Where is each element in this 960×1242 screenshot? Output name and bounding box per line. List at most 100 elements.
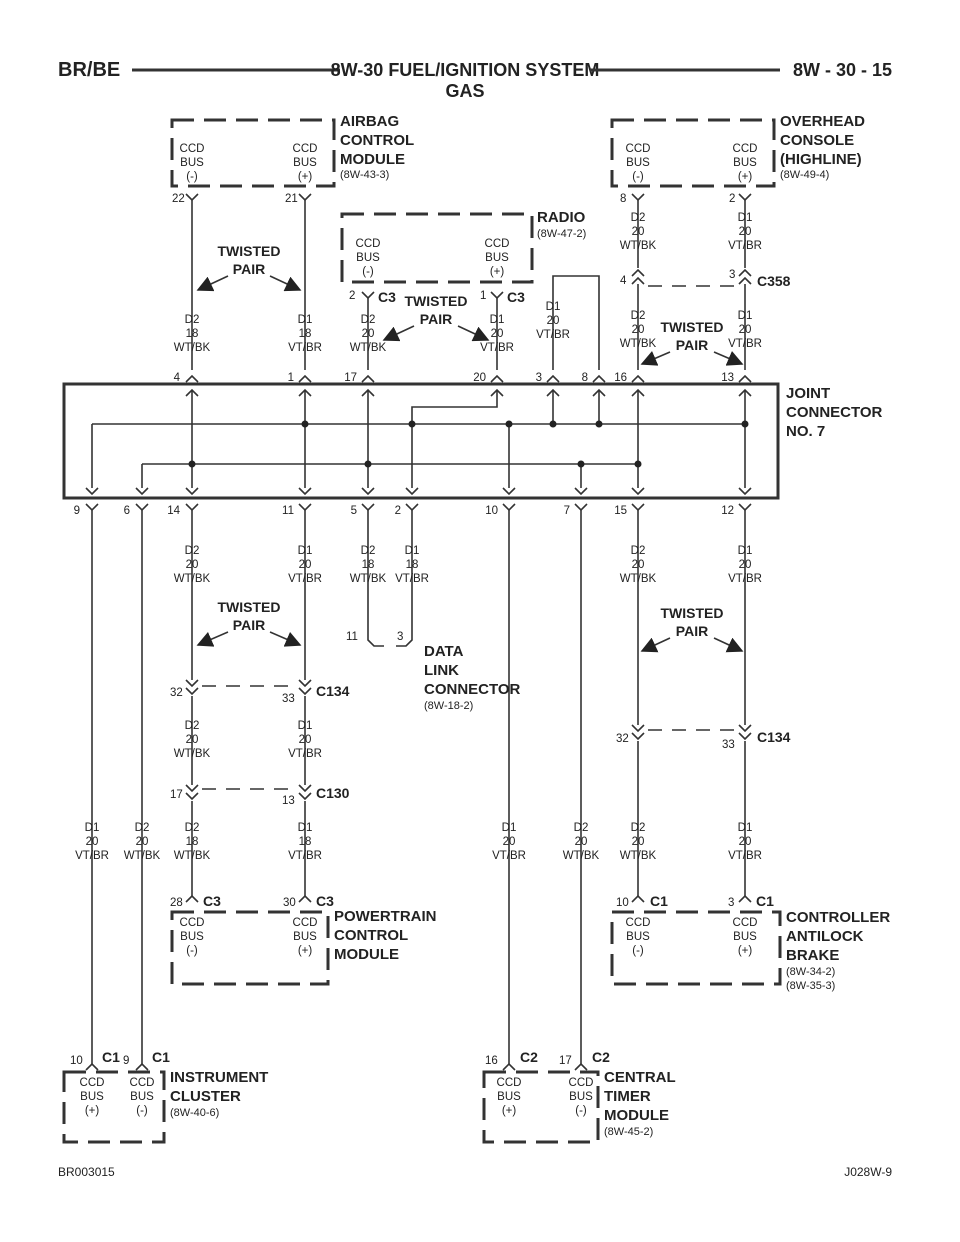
svg-text:CONSOLE: CONSOLE	[780, 132, 854, 149]
svg-text:TWISTED: TWISTED	[218, 243, 281, 259]
svg-text:(+): (+)	[738, 171, 753, 183]
svg-text:BUS: BUS	[733, 157, 757, 169]
svg-text:BUS: BUS	[485, 252, 509, 264]
svg-text:WT/BK: WT/BK	[620, 240, 657, 252]
svg-text:D1: D1	[738, 822, 753, 834]
svg-text:CCD: CCD	[356, 238, 381, 250]
svg-text:20: 20	[186, 559, 199, 571]
svg-text:20: 20	[86, 836, 99, 848]
header-right: 8W - 30 - 15	[793, 60, 892, 80]
svg-text:13: 13	[721, 372, 734, 384]
svg-text:WT/BK: WT/BK	[174, 573, 211, 585]
svg-text:VT/BR: VT/BR	[288, 573, 322, 585]
svg-text:20: 20	[575, 836, 588, 848]
svg-text:WT/BK: WT/BK	[174, 748, 211, 760]
svg-text:VT/BR: VT/BR	[728, 573, 762, 585]
svg-text:D2: D2	[631, 310, 646, 322]
joint-connector-no-7: JOINT CONNECTOR NO. 7 4 1 17 20 3 8 16 1…	[62, 372, 883, 517]
svg-text:VT/BR: VT/BR	[536, 329, 570, 341]
svg-text:8: 8	[620, 193, 626, 205]
svg-text:33: 33	[722, 739, 735, 751]
svg-text:BUS: BUS	[733, 931, 757, 943]
svg-text:20: 20	[186, 734, 199, 746]
svg-text:VT/BR: VT/BR	[480, 342, 514, 354]
svg-text:C3: C3	[507, 289, 525, 305]
svg-text:BUS: BUS	[497, 1091, 521, 1103]
svg-text:D1: D1	[85, 822, 100, 834]
svg-text:CONTROL: CONTROL	[334, 927, 408, 944]
svg-text:BUS: BUS	[130, 1091, 154, 1103]
svg-text:BUS: BUS	[569, 1091, 593, 1103]
svg-text:CCD: CCD	[733, 917, 758, 929]
svg-text:CCD: CCD	[485, 238, 510, 250]
svg-text:2: 2	[395, 505, 401, 517]
svg-text:3: 3	[728, 897, 734, 909]
twisted-pair-labels-bottom: TWISTED PAIR TWISTED PAIR	[196, 599, 744, 653]
svg-text:BUS: BUS	[626, 157, 650, 169]
svg-text:D2: D2	[361, 314, 376, 326]
svg-text:(+): (+)	[738, 945, 753, 957]
svg-text:(8W-35-3): (8W-35-3)	[786, 980, 835, 992]
svg-text:20: 20	[739, 324, 752, 336]
svg-text:(8W-45-2): (8W-45-2)	[604, 1126, 653, 1138]
svg-text:D2: D2	[185, 545, 200, 557]
svg-text:3: 3	[729, 269, 735, 281]
svg-text:16: 16	[485, 1055, 498, 1067]
svg-text:(-): (-)	[632, 171, 644, 183]
instrument-cluster: 10 C1 9 C1 CCD BUS (+) CCD BUS (-) INSTR…	[62, 1049, 268, 1144]
svg-text:(-): (-)	[186, 171, 198, 183]
central-timer-module: 16 C2 17 C2 CCD BUS (+) CCD BUS (-) CENT…	[482, 1049, 676, 1144]
svg-text:C3: C3	[378, 289, 396, 305]
svg-text:CCD: CCD	[733, 143, 758, 155]
top-wires: 22 21 2 C3 1 C3 8 2 4 3 C358	[172, 193, 791, 370]
footer-right: J028W-9	[844, 1165, 892, 1179]
svg-text:D1: D1	[298, 720, 313, 732]
svg-text:CCD: CCD	[293, 143, 318, 155]
svg-text:20: 20	[632, 559, 645, 571]
svg-text:C2: C2	[592, 1049, 610, 1065]
radio-module: CCD BUS (-) CCD BUS (+) RADIO (8W-47-2)	[340, 209, 586, 284]
svg-text:D2: D2	[185, 314, 200, 326]
svg-text:6: 6	[124, 505, 130, 517]
svg-text:D1: D1	[490, 314, 505, 326]
svg-text:(+): (+)	[85, 1105, 100, 1117]
svg-text:CCD: CCD	[130, 1077, 155, 1089]
svg-text:PAIR: PAIR	[233, 261, 265, 277]
svg-text:D1: D1	[738, 310, 753, 322]
controller-antilock-brake: 10 C1 3 C1 CCD BUS (-) CCD BUS (+) CONTR…	[610, 893, 890, 992]
svg-text:WT/BK: WT/BK	[174, 342, 211, 354]
svg-text:14: 14	[167, 505, 180, 517]
bottom-wires: 32 33 C134 17 13 C130 32 33 C134	[91, 510, 791, 1064]
svg-text:WT/BK: WT/BK	[620, 573, 657, 585]
svg-text:WT/BK: WT/BK	[174, 850, 211, 862]
svg-text:CCD: CCD	[626, 917, 651, 929]
svg-text:18: 18	[406, 559, 419, 571]
svg-text:18: 18	[362, 559, 375, 571]
data-link-connector: 11 3 DATA LINK CONNECTOR (8W-18-2)	[346, 631, 521, 712]
svg-text:10: 10	[616, 897, 629, 909]
svg-text:PAIR: PAIR	[676, 337, 708, 353]
svg-text:CCD: CCD	[569, 1077, 594, 1089]
svg-text:WT/BK: WT/BK	[124, 850, 161, 862]
svg-text:VT/BR: VT/BR	[728, 338, 762, 350]
svg-text:(+): (+)	[490, 266, 505, 278]
svg-text:PAIR: PAIR	[676, 623, 708, 639]
svg-text:D1: D1	[405, 545, 420, 557]
svg-text:C3: C3	[203, 893, 221, 909]
svg-text:17: 17	[170, 789, 183, 801]
svg-text:20: 20	[632, 836, 645, 848]
svg-text:TWISTED: TWISTED	[218, 599, 281, 615]
powertrain-control-module: 28 C3 30 C3 CCD BUS (-) CCD BUS (+) POWE…	[170, 893, 437, 986]
svg-text:D2: D2	[631, 822, 646, 834]
svg-text:VT/BR: VT/BR	[288, 342, 322, 354]
svg-text:C1: C1	[102, 1049, 120, 1065]
svg-text:WT/BK: WT/BK	[563, 850, 600, 862]
svg-text:9: 9	[74, 505, 80, 517]
header-left: BR/BE	[58, 59, 120, 81]
airbag-control-module: CCD BUS (-) CCD BUS (+) AIRBAG CONTROL M…	[170, 113, 414, 188]
svg-text:15: 15	[614, 505, 627, 517]
svg-text:C134: C134	[316, 683, 350, 699]
svg-text:(8W-40-6): (8W-40-6)	[170, 1107, 219, 1119]
svg-text:C1: C1	[650, 893, 668, 909]
svg-text:CONTROLLER: CONTROLLER	[786, 909, 890, 926]
